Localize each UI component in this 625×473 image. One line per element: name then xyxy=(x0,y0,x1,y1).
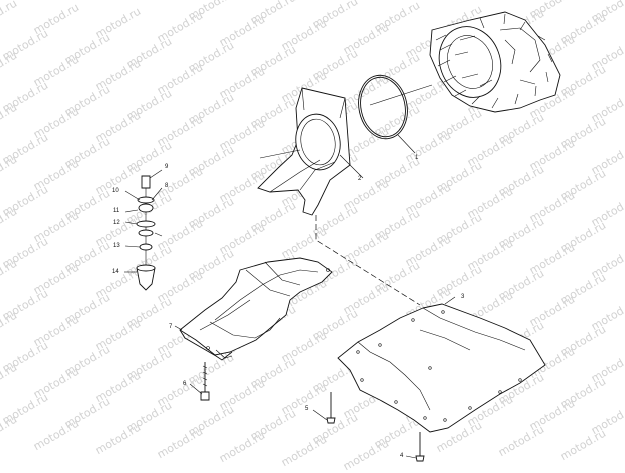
floor-plate xyxy=(337,296,546,433)
screw-5 xyxy=(312,392,336,424)
callout-10: 10 xyxy=(112,188,119,194)
callout-5: 5 xyxy=(305,406,309,412)
screw-4 xyxy=(405,432,425,462)
callout-7: 7 xyxy=(169,324,173,330)
callout-8: 8 xyxy=(165,183,169,189)
callout-2: 2 xyxy=(358,176,362,182)
o-ring xyxy=(358,74,416,154)
callout-11: 11 xyxy=(113,208,120,214)
alignment-line xyxy=(315,215,421,306)
mount-stack xyxy=(124,169,163,291)
callout-9: 9 xyxy=(165,164,169,170)
callout-6: 6 xyxy=(183,381,187,387)
intake-tray xyxy=(174,257,333,361)
callout-1: 1 xyxy=(415,155,419,161)
callout-3: 3 xyxy=(461,294,465,300)
bolt-6 xyxy=(189,362,210,401)
callout-13: 13 xyxy=(113,243,120,249)
leader-line xyxy=(369,84,433,106)
callout-12: 12 xyxy=(113,220,120,226)
bellows-adapter xyxy=(257,87,364,216)
transmission-housing xyxy=(429,11,561,113)
callout-14: 14 xyxy=(112,269,119,275)
callout-4: 4 xyxy=(400,453,404,459)
